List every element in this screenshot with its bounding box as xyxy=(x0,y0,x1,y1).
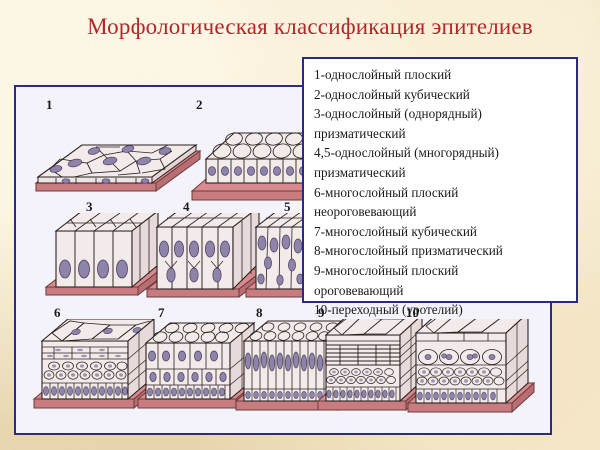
legend-line: 6-многослойный плоский xyxy=(314,184,459,200)
specimen-number-4: 4 xyxy=(183,199,190,214)
legend-line: 3-однослойный (однорядный) xyxy=(314,106,482,122)
specimen-number-10: 10 xyxy=(406,305,419,320)
legend-line: 1-однослойный плоский xyxy=(314,67,452,82)
specimen-number-8: 8 xyxy=(256,305,263,320)
legend-line: 2-однослойный кубический xyxy=(314,86,470,102)
specimen-1-drawing xyxy=(34,144,202,192)
specimen-number-1: 1 xyxy=(46,97,53,112)
legend-line: 9-многослойный плоский xyxy=(314,262,459,278)
legend-line: призматический xyxy=(314,125,406,141)
legend-line: 10-переходный (уротелий) xyxy=(314,302,463,318)
specimen-number-7: 7 xyxy=(158,305,165,320)
specimen-number-6: 6 xyxy=(54,305,61,320)
legend-line: неороговевающий xyxy=(314,204,417,220)
legend-line: 8-многослойный призматический xyxy=(314,243,503,259)
specimen-number-2: 2 xyxy=(196,97,203,112)
legend-line: ороговевающий xyxy=(314,282,404,298)
specimen-6-drawing xyxy=(32,319,162,410)
specimen-number-3: 3 xyxy=(86,199,93,214)
page-title: Морфологическая классификация эпителиев xyxy=(87,14,533,39)
specimen-number-9: 9 xyxy=(318,305,325,320)
specimen-number-5: 5 xyxy=(284,199,291,214)
legend-line: призматический xyxy=(314,164,406,180)
specimen-3-drawing xyxy=(44,213,166,297)
legend-box: 1-однослойный плоский 2-однослойный куби… xyxy=(302,57,578,317)
legend-line: 4,5-однослойный (многорядный) xyxy=(314,145,499,161)
legend-line: 7-многослойный кубический xyxy=(314,223,477,239)
specimen-4-drawing xyxy=(145,213,267,299)
specimen-10-drawing xyxy=(406,319,536,414)
